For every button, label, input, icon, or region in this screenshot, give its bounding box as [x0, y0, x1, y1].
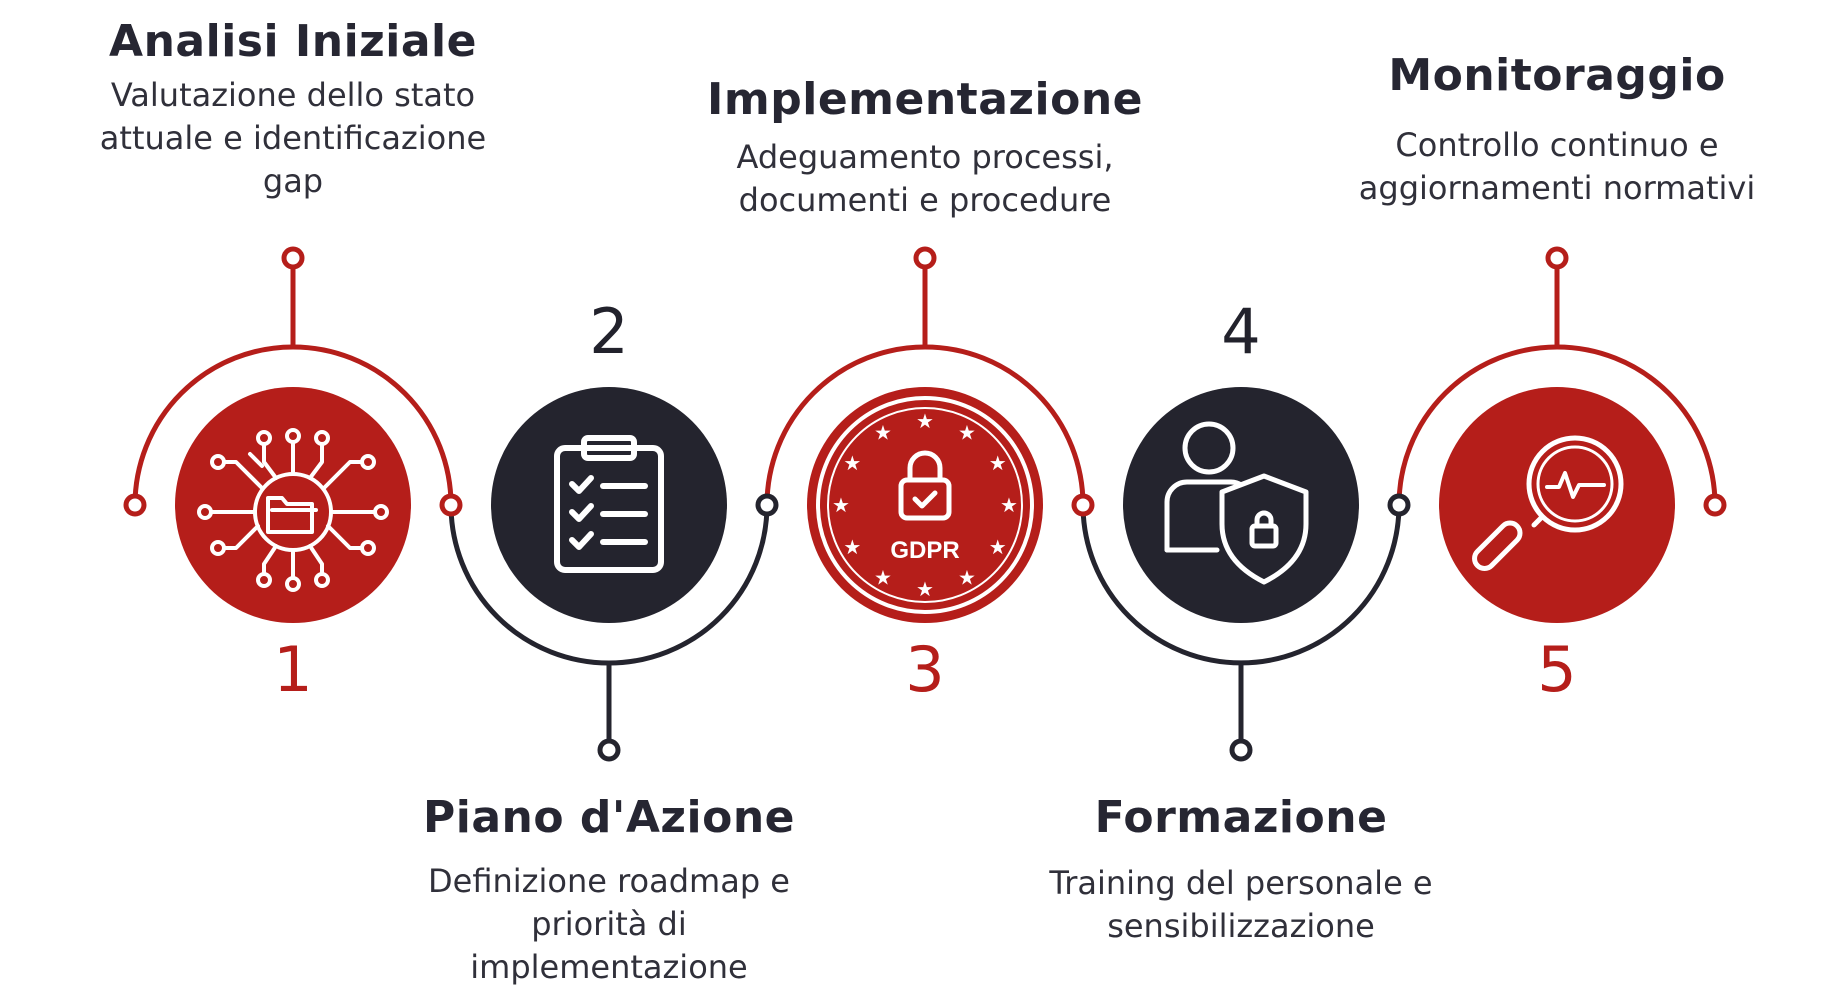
step-2-circle	[491, 387, 727, 623]
eu-star-icon: ★	[843, 451, 861, 475]
step-3-desc-line: documenti e procedure	[738, 181, 1112, 219]
magnifier-pulse-icon	[1472, 435, 1624, 571]
eu-star-icon: ★	[874, 420, 892, 444]
step-3-title: Implementazione	[707, 74, 1143, 125]
network-folder-icon	[197, 428, 389, 592]
endpoint-dot	[1703, 493, 1727, 517]
step-5-circle	[1439, 387, 1675, 623]
step-3-description: Adeguamento processi, documenti e proced…	[675, 136, 1175, 222]
eu-star-icon: ★	[916, 577, 934, 601]
step-2-desc-line: implementazione	[470, 948, 748, 986]
eu-star-icon: ★	[874, 566, 892, 590]
eu-star-icon: ★	[843, 535, 861, 559]
step-5-title: Monitoraggio	[1388, 50, 1726, 101]
step-4-desc-line: Training del personale e	[1049, 864, 1433, 902]
step-2-description: Definizione roadmap e priorità di implem…	[359, 860, 859, 989]
endpoint-dot	[1229, 738, 1253, 762]
step-2-desc-line: Definizione roadmap e	[428, 862, 790, 900]
step-5-desc-line: Controllo continuo e	[1395, 126, 1719, 164]
step-3-number: 3	[905, 633, 945, 706]
step-4-title: Formazione	[1094, 792, 1388, 843]
eu-star-icon: ★	[958, 566, 976, 590]
step-4-number: 4	[1221, 295, 1261, 368]
endpoint-dot	[1071, 493, 1095, 517]
endpoint-dot	[1387, 493, 1411, 517]
step-1-desc-line: attuale e identificazione	[99, 119, 487, 157]
step-1-desc-line: Valutazione dello stato	[110, 76, 476, 114]
step-1-description: Valutazione dello stato attuale e identi…	[43, 74, 543, 203]
endpoint-dot	[913, 246, 937, 270]
eu-star-icon: ★	[832, 493, 850, 517]
user-shield-icon	[1164, 421, 1309, 585]
step-1-number: 1	[273, 633, 313, 706]
endpoint-dot	[1545, 246, 1569, 270]
endpoint-dot	[597, 738, 621, 762]
eu-star-icon: ★	[989, 451, 1007, 475]
step-2-title: Piano d'Azione	[423, 792, 795, 843]
step-1-desc-line: gap	[262, 162, 324, 200]
gdpr-lock-icon: ★ ★ ★ ★ ★ ★ ★ ★ ★ ★ ★ ★ GDPR	[816, 396, 1034, 614]
gdpr-badge-text: GDPR	[890, 537, 959, 564]
eu-star-icon: ★	[989, 535, 1007, 559]
step-4-desc-line: sensibilizzazione	[1107, 907, 1375, 945]
endpoint-dot	[123, 493, 147, 517]
eu-star-icon: ★	[916, 409, 934, 433]
step-5-desc-line: aggiornamenti normativi	[1358, 169, 1756, 207]
step-1-title: Analisi Iniziale	[109, 16, 477, 67]
step-5-number: 5	[1537, 633, 1577, 706]
step-4-description: Training del personale e sensibilizzazio…	[991, 862, 1491, 948]
step-2-number: 2	[589, 295, 629, 368]
clipboard-checklist-icon	[554, 435, 664, 573]
step-2-desc-line: priorità di	[531, 905, 687, 943]
eu-star-icon: ★	[1000, 493, 1018, 517]
endpoint-dot	[281, 246, 305, 270]
step-5-description: Controllo continuo e aggiornamenti norma…	[1307, 124, 1807, 210]
eu-star-icon: ★	[958, 420, 976, 444]
endpoint-dot	[755, 493, 779, 517]
step-3-desc-line: Adeguamento processi,	[736, 138, 1114, 176]
endpoint-dot	[439, 493, 463, 517]
